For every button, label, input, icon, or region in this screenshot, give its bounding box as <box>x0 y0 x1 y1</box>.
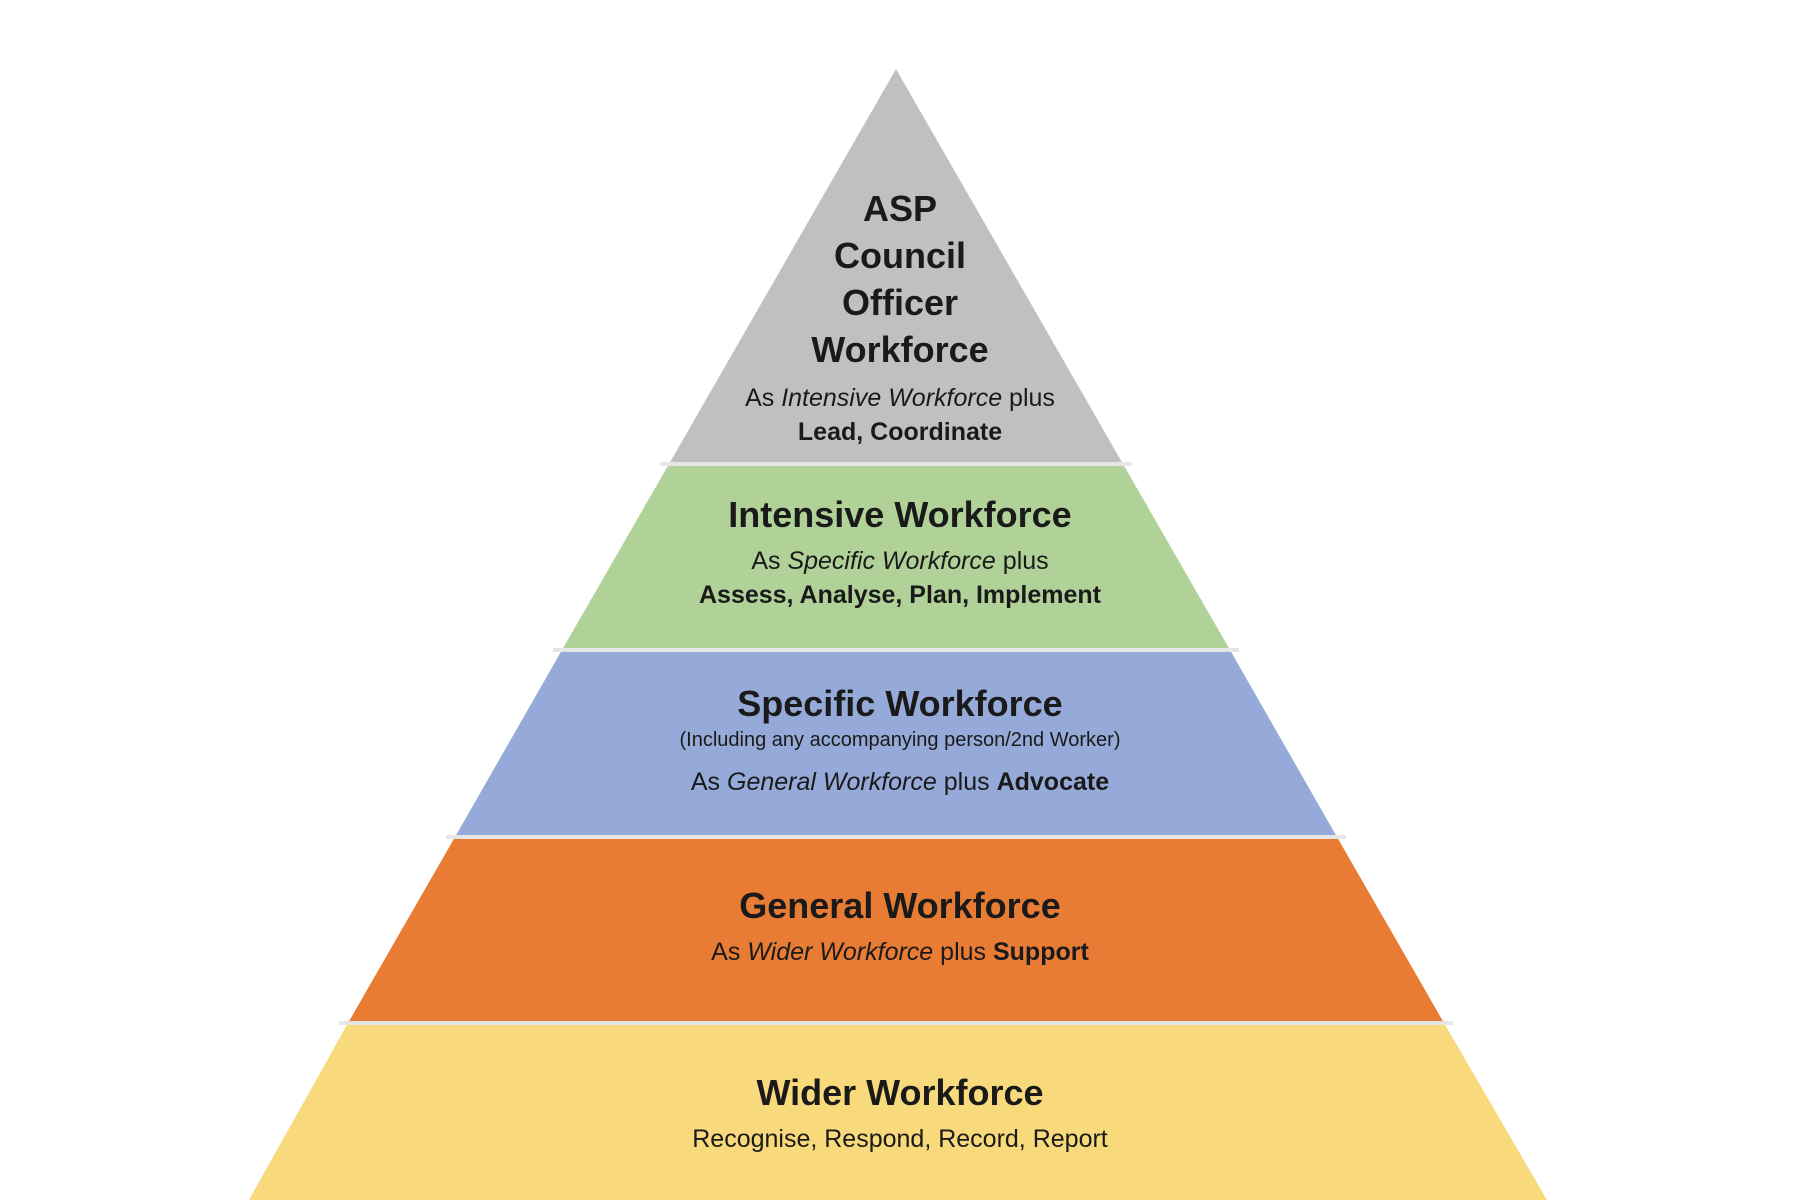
tier-intensive-desc: As Specific Workforce plus <box>751 547 1049 575</box>
tier-apex-shape <box>669 69 1123 464</box>
tier-general-title: General Workforce <box>739 885 1061 926</box>
tier-intensive-actions: Assess, Analyse, Plan, Implement <box>698 581 1102 609</box>
tier-apex-title-line: Council <box>834 235 966 276</box>
tier-apex-title-line: Officer <box>841 282 959 323</box>
tier-general-shape <box>348 837 1444 1023</box>
tier-apex-text: ASP Council Officer Workforce As Intensi… <box>0 185 1800 449</box>
tier-wider-shape <box>249 1023 1547 1200</box>
tier-apex-actions: Lead, Coordinate <box>797 418 1003 446</box>
tier-intensive-title: Intensive Workforce <box>728 494 1072 535</box>
tier-general-desc: As Wider Workforce plus Support <box>711 938 1089 966</box>
tier-apex-title: ASP Council Officer Workforce <box>0 185 1800 373</box>
tier-apex-title-line: ASP <box>862 188 938 229</box>
tier-specific-shape <box>455 650 1337 837</box>
tier-specific-text: Specific Workforce (Including any accomp… <box>0 680 1800 799</box>
tier-intensive-text: Intensive Workforce As Specific Workforc… <box>0 491 1800 612</box>
tier-apex-desc: As Intensive Workforce plus <box>745 384 1055 412</box>
tier-specific-note: (Including any accompanying person/2nd W… <box>679 729 1121 751</box>
tier-wider-text: Wider Workforce Recognise, Respond, Reco… <box>0 1069 1800 1156</box>
tier-wider-desc: Recognise, Respond, Record, Report <box>692 1125 1108 1153</box>
tier-specific-desc: As General Workforce plus Advocate <box>690 768 1110 796</box>
tier-specific-title: Specific Workforce <box>737 683 1063 724</box>
tier-wider-title: Wider Workforce <box>756 1072 1044 1113</box>
tier-apex-title-line: Workforce <box>811 329 989 370</box>
tier-intensive-shape <box>562 464 1230 650</box>
tier-general-text: General Workforce As Wider Workforce plu… <box>0 882 1800 969</box>
